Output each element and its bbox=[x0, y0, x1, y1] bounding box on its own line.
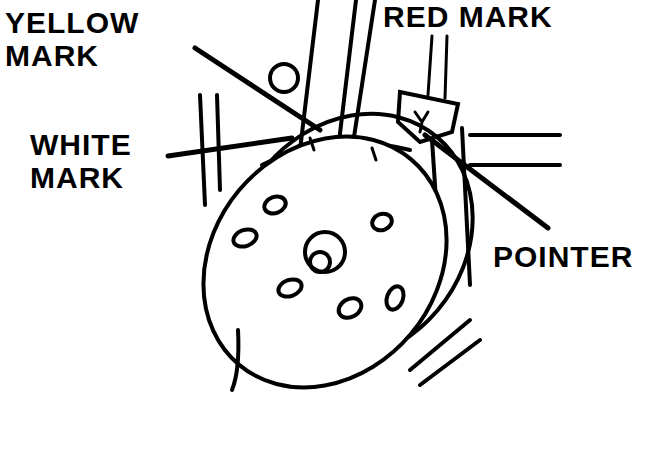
part-label: YELLOW MARK bbox=[5, 6, 190, 72]
part-label: RED MARK bbox=[383, 0, 623, 33]
part-label: POINTER bbox=[493, 240, 668, 273]
part-label: WHITE MARK bbox=[30, 128, 170, 194]
